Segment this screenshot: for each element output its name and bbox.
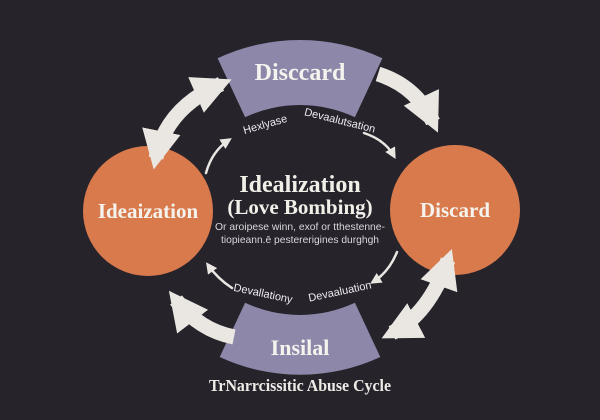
center-subtitle: (Love Bombing) bbox=[227, 195, 372, 219]
stage-band-bottom bbox=[219, 302, 381, 375]
diagram-caption: TrNarrcissitic Abuse Cycle bbox=[209, 376, 391, 395]
stage-label-top: Disccard bbox=[255, 60, 346, 86]
thin-arrow-top-left bbox=[204, 138, 232, 175]
stage-label-left: Ideaization bbox=[98, 199, 199, 223]
center-title: Idealization bbox=[239, 172, 360, 198]
arrow-top-right bbox=[375, 66, 440, 133]
thin-arrow-top-right bbox=[362, 131, 396, 159]
stage-label-right: Discard bbox=[420, 198, 490, 222]
arrow-top-left bbox=[142, 77, 232, 170]
center-body-line1: Or aroipese winn, exof or tthestenne- bbox=[215, 221, 385, 233]
stage-circle-right bbox=[390, 145, 520, 275]
center-body-line2: tiopieann.ē pestererigines durghgh bbox=[221, 234, 379, 246]
thin-arrow-bottom-right bbox=[370, 250, 399, 284]
arrow-bottom-right bbox=[381, 248, 458, 340]
stage-circle-left bbox=[83, 146, 213, 276]
stage-band-top bbox=[217, 40, 383, 118]
thin-arrow-bottom-left bbox=[206, 262, 234, 290]
arrow-bottom-left bbox=[168, 290, 236, 345]
stage-label-bottom: Insilal bbox=[271, 335, 330, 360]
